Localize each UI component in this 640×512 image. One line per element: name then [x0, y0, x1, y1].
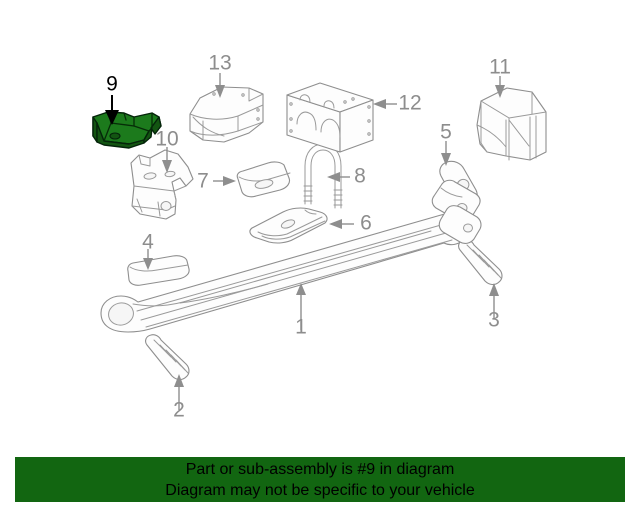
- part-graphic-spring-bracket-highlighted: [92, 111, 162, 149]
- callout-12: 12: [373, 92, 422, 115]
- callout-label-1: 1: [295, 316, 307, 339]
- callout-label-8: 8: [354, 165, 366, 188]
- callout-13: 13: [208, 52, 232, 98]
- callout-label-11: 11: [489, 56, 511, 79]
- notice-line-part-number: Part or sub-assembly is #9 in diagram: [185, 460, 455, 478]
- part-graphic-reinforcement-panel: [189, 86, 264, 143]
- callout-label-10: 10: [155, 128, 178, 151]
- callout-7: 7: [197, 170, 236, 193]
- callout-label-6: 6: [360, 212, 372, 235]
- part-graphic-spring-pad-small: [127, 255, 190, 286]
- parts-diagram-illustration: 1 2 3 4 5 6: [92, 52, 547, 422]
- part-graphic-front-spring-hanger: [130, 149, 194, 220]
- callout-label-9: 9: [106, 73, 118, 96]
- callout-label-13: 13: [208, 52, 231, 75]
- notice-line-disclaimer: Diagram may not be specific to your vehi…: [165, 481, 475, 499]
- callout-label-4: 4: [142, 231, 154, 254]
- callout-6: 6: [329, 212, 372, 235]
- parts-diagram-canvas: 1 2 3 4 5 6: [92, 51, 547, 422]
- part-graphic-spring-shackle: [431, 160, 482, 244]
- callout-3: 3: [488, 283, 500, 332]
- callout-5: 5: [440, 121, 452, 166]
- part-graphic-spacer-block: [236, 161, 291, 198]
- callout-4: 4: [142, 231, 154, 270]
- callout-label-2: 2: [173, 399, 185, 422]
- part-notice-banner: Part or sub-assembly is #9 in diagram Di…: [15, 457, 625, 502]
- callout-2: 2: [173, 374, 185, 422]
- callout-8: 8: [327, 165, 366, 188]
- part-graphic-shackle-bolt-upper: [458, 239, 503, 286]
- callout-9-highlighted: 9: [105, 73, 119, 125]
- part-graphic-spring-seat-plate: [249, 207, 328, 244]
- callout-label-5: 5: [440, 121, 452, 144]
- part-graphic-bump-stop-bracket: [476, 87, 547, 161]
- part-graphic-crossmember-bracket: [286, 82, 374, 153]
- callout-11: 11: [489, 56, 511, 98]
- part-graphic-shackle-bolt-lower: [145, 334, 190, 381]
- callout-label-12: 12: [398, 92, 421, 115]
- callout-10: 10: [155, 128, 179, 173]
- callout-label-3: 3: [488, 309, 500, 332]
- callout-label-7: 7: [197, 170, 209, 193]
- callout-1: 1: [295, 283, 307, 339]
